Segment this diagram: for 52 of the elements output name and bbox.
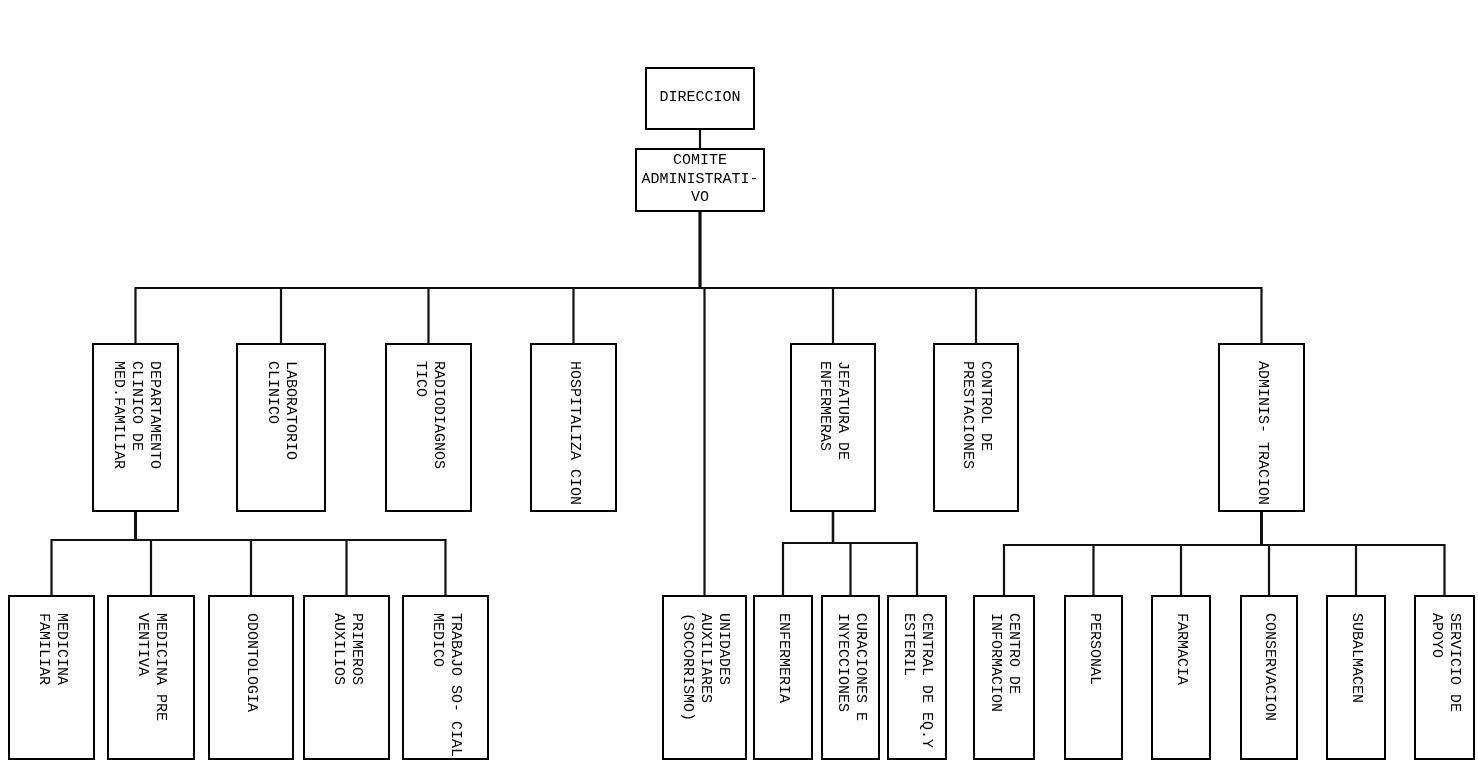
box-label: UNIDADES AUXILIARES (SOCORRISMO) [677,613,732,724]
box-label: SERVICIO DE APOYO [1426,613,1463,715]
org-box [107,595,195,760]
box-label: HOSPITALIZA CION [564,361,583,506]
org-box [1151,595,1211,760]
box-label: SUBALMACEN [1347,613,1365,703]
box-label: FARMACIA [1172,613,1190,685]
org-box [645,67,755,130]
org-box [1064,595,1123,760]
connector-line [1260,512,1446,595]
connector-line [134,512,447,595]
org-box [303,595,390,760]
box-label: MEDICINA PRE VENTIVA [133,613,169,724]
box-label: LABORATORIO CLINICO [263,361,299,463]
box-label: PERSONAL [1084,613,1103,685]
box-label: CURACIONES E INYECCIONES [832,613,869,724]
box-label: DEPARTAMENTO CLINICO DE MED.FAMILIAR [108,361,163,472]
box-label: CONSERVACION [1260,613,1278,722]
org-box [1240,595,1298,760]
org-box [933,343,1019,512]
org-box [821,595,880,760]
org-box [662,595,747,760]
org-box [790,343,876,512]
org-box [1414,595,1475,760]
connector-line [698,130,702,148]
box-label: DIRECCION [659,89,741,108]
org-box [385,343,472,512]
org-box [887,595,947,760]
org-box [8,595,95,760]
org-box [1218,343,1305,512]
connector-line [831,512,919,595]
connector-line [698,212,1263,343]
org-box [236,343,326,512]
box-label: ODONTOLOGIA [242,613,260,713]
org-box [530,343,617,512]
box-label: COMITE ADMINISTRATI- VO [640,151,760,209]
box-label: PRIMEROS AUXILIOS [328,613,365,687]
org-box [402,595,489,760]
box-label: CONTROL DE PRESTACIONES [958,361,994,472]
org-box [973,595,1035,760]
org-box [208,595,294,760]
org-box [753,595,813,760]
box-label: CENTRAL DE EQ.Y ESTERIL [899,613,935,751]
box-label: JEFATURA DE ENFERMERAS [815,361,851,463]
box-label: RADIODIAGNOS TICO [410,361,447,472]
org-box [1326,595,1386,760]
box-label: TRABAJO SO- CIAL MEDICO [427,613,464,758]
box-label: MEDICINA FAMILIAR [33,613,70,687]
org-box [92,343,179,512]
box-label: ENFERMERIA [774,613,792,703]
box-label: ADMINIS- TRACION [1252,361,1271,506]
box-label: CENTRO DE INFORMACION [986,613,1022,715]
